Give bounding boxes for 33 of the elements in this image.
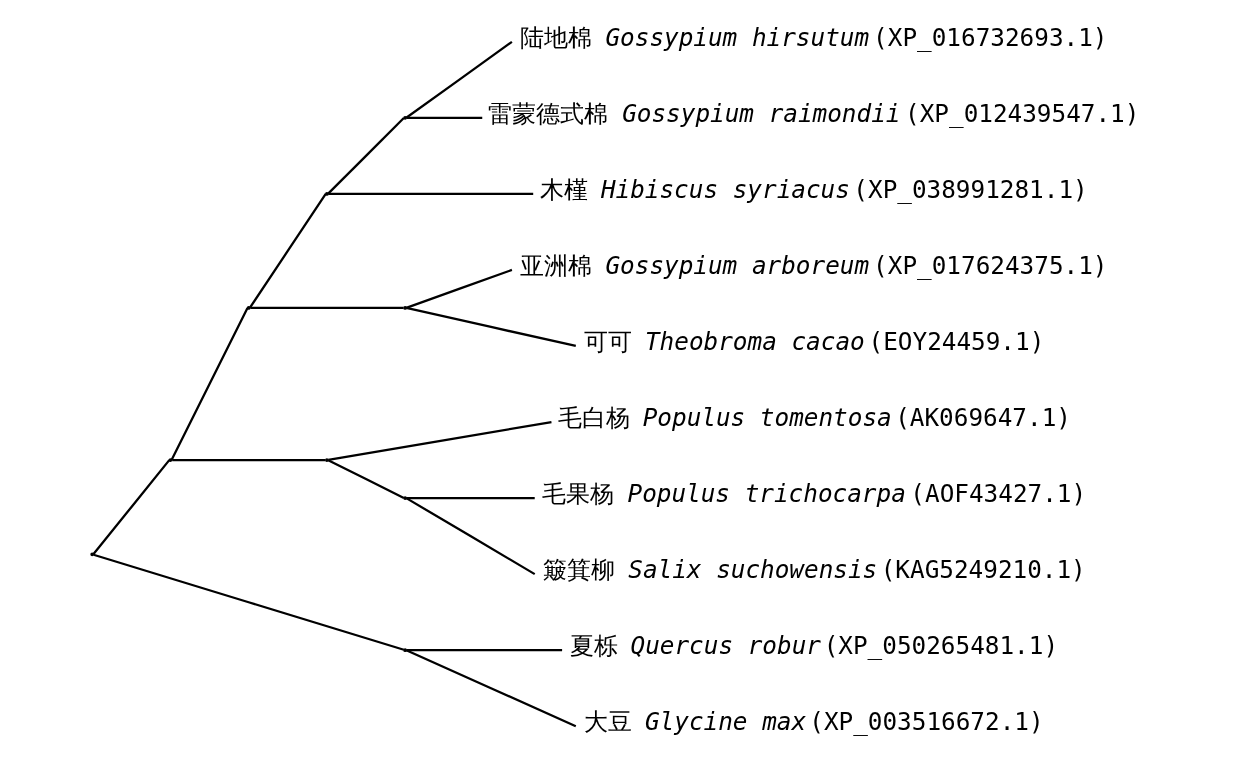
node-point: [246, 306, 250, 310]
node-point: [402, 648, 407, 652]
node-point: [402, 496, 407, 500]
node-point: [324, 192, 329, 196]
node-text: 陆地棉 Gossypium hirsutum(XP_016732693.1): [519, 23, 1107, 53]
connector: [405, 649, 576, 728]
node-point: [324, 458, 329, 462]
node-text: 木槿 Hibiscus syriacus(XP_038991281.1): [539, 175, 1088, 205]
node-point: [89, 552, 94, 557]
node-text: 亚洲棉 Gossypium arboreum(XP_017624375.1): [519, 251, 1107, 281]
connector: [405, 40, 513, 119]
connector: [249, 306, 404, 310]
connector: [171, 458, 325, 462]
node-text: 毛白杨 Populus tomentosa(AK069647.1): [557, 403, 1071, 433]
connector: [405, 496, 535, 500]
connector: [405, 116, 482, 119]
connector: [327, 420, 552, 461]
connector: [327, 459, 404, 499]
connector: [405, 497, 535, 576]
node-point: [402, 116, 407, 120]
node-point: [402, 306, 407, 310]
node-text: 可可 Theobroma cacao(EOY24459.1): [583, 327, 1044, 357]
node-text: 簸箕柳 Salix suchowensis(KAG5249210.1): [542, 555, 1086, 585]
node-text: 毛果杨 Populus trichocarpa(AOF43427.1): [541, 479, 1086, 509]
connector: [405, 649, 562, 652]
connector: [92, 553, 404, 651]
node-text: 夏栎 Quercus robur(XP_050265481.1): [569, 631, 1058, 661]
connector: [405, 306, 576, 348]
node-text: 雷蒙德式棉 Gossypium raimondii(XP_012439547.1): [487, 99, 1139, 129]
node-point: [168, 458, 172, 462]
connector: [405, 268, 512, 309]
connector: [327, 192, 533, 196]
node-text: 大豆 Glycine max(XP_003516672.1): [583, 707, 1044, 737]
